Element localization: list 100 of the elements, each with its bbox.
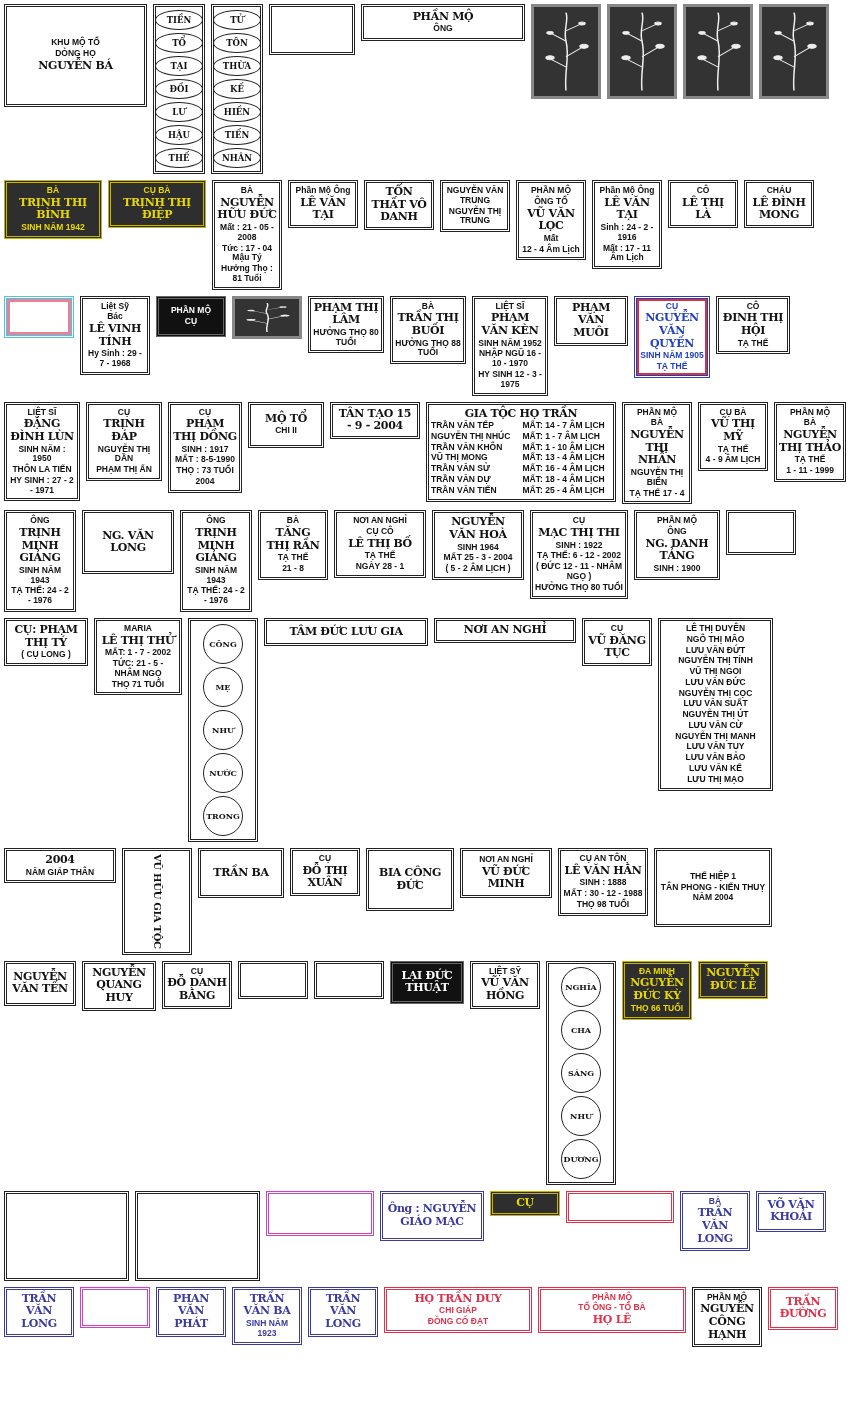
deceased-name: NG. DANH TẢNG (644, 537, 710, 564)
plaque-text: TẠ THẾ 17 - 4 (629, 488, 685, 499)
memorial-plaque (82, 960, 156, 1011)
plaque-text: MẤT: 16 - 4 ÂM LỊCH (522, 464, 606, 474)
plaque-text: BÀ (803, 418, 817, 428)
deceased-name: NGUYỄN VĂN TẾN (11, 970, 69, 996)
memorial-plaque (768, 1286, 838, 1330)
memorial-plaque (4, 618, 88, 667)
plaque-text: Sinh : 24 - 2 - 1916 (599, 223, 655, 243)
plaque-text: HƯỞNG THỌ 80 TUỔI (313, 327, 379, 348)
plaque-text: TẠ THẾ (656, 362, 688, 372)
plaque-text: MẤT : 8-5-1990 (175, 455, 235, 465)
deceased-name: TÂN TẠO 15 - 9 - 2004 (337, 407, 413, 433)
deceased-name: PHẠM VĂN MUÔI (570, 301, 612, 340)
plaque-text: MẤT: 1 - 7 ÂM LỊCH (522, 431, 601, 441)
plaque-text: CỤ (190, 966, 204, 977)
plaque-text: CHI II (275, 426, 297, 437)
plaque-text: CỤ (318, 854, 332, 863)
deceased-name: VŨ VĂN LỌC (526, 207, 576, 233)
plaque-text: LƯU VĂN TUY (686, 742, 745, 752)
memorial-plaque (426, 401, 616, 502)
deceased-name: ĐỖ THỊ XUÂN (301, 864, 349, 891)
deceased-name: PHẠM VĂN KÈN (480, 312, 540, 338)
engraved-panel-picture (759, 4, 829, 99)
memorial-plaque (680, 1190, 750, 1252)
memorial-plaque (4, 848, 116, 884)
plaque-text: CỤ (665, 301, 679, 311)
memorial-plaque (4, 510, 76, 612)
plaque-heading: GIA TỘC HỌ TRẦN (464, 407, 578, 420)
plaque-text: SINH NĂM 1923 (245, 1319, 289, 1339)
plaque-text: CỤ AN TÔN (579, 854, 627, 863)
plaque-text: CỤ BÀ (719, 407, 747, 418)
memorial-plaque (698, 960, 768, 999)
deceased-name: ĐẶNG ĐÌNH LÙN (9, 418, 75, 444)
memorial-plaque (654, 848, 772, 927)
deceased-name: CỤ (516, 1196, 534, 1210)
plaque-text: NGUYỄN THỊ DẦN (96, 444, 152, 464)
plaque-text: CỤ (184, 316, 198, 327)
plaque-text: HƯỞNG THỌ 80 TUỔI (535, 582, 623, 593)
plaque-text: ÔNG (30, 516, 50, 527)
deceased-name: TRỊNH MINH GIẢNG (194, 527, 238, 565)
plaque-text: BÀ (46, 186, 60, 196)
memorial-plaque (198, 848, 284, 898)
plaque-text: MẤT: 18 - 4 ÂM LỊCH (522, 475, 606, 484)
plaque-text: PHẦN MỘ (530, 186, 572, 196)
plaque-text: MARIA (124, 624, 152, 633)
plaque-text: NĂM 2004 (692, 893, 734, 904)
memorial-plaque (4, 960, 76, 1006)
memorial-plaque (516, 180, 586, 261)
deceased-name: TĂNG THỊ RẦN (265, 527, 321, 552)
memorial-plaque (308, 295, 384, 354)
memorial-plaque (211, 4, 263, 174)
plaque-text: THẾ HIỆP 1 (689, 871, 737, 881)
plaque-text: Mất (543, 233, 559, 243)
plaque-text: MẤT: 1 - 10 ÂM LỊCH (522, 442, 606, 452)
memorial-plaque (490, 1190, 560, 1216)
memorial-plaque (390, 960, 464, 1004)
plaque-text: TÂN PHONG - KIẾN THUỴ (660, 882, 766, 892)
memorial-plaque (622, 960, 692, 1020)
memorial-plaque (530, 510, 628, 599)
plaque-text: CỤ (610, 624, 624, 634)
memorial-plaque (232, 1286, 302, 1345)
memorial-plaque (634, 295, 710, 378)
memorial-plaque (258, 510, 328, 580)
deceased-name: LÊ VĂN TẠI (299, 196, 347, 223)
plaque-text: LƯU VĂN ĐỨC (685, 677, 746, 687)
plaque-text: PHẦN MỘ (789, 407, 831, 417)
deceased-name: PHAN VĂN PHÁT (171, 1292, 211, 1331)
plaque-text: SINH : 1922 (555, 540, 603, 550)
deceased-name: TÂM ĐỨC LƯU GIA (289, 625, 403, 639)
memorial-plaque (658, 618, 773, 791)
memorial-plaque (86, 401, 162, 481)
plaque-text: TẠ THẾ: 6 - 12 - 2002 (536, 551, 622, 561)
memorial-plaque (4, 4, 147, 107)
memorial-plaque (94, 618, 182, 696)
plaque-text: SINH : 1917 (181, 444, 229, 454)
plaque-text: SINH NĂM 1943 (18, 565, 62, 585)
plaque-text: ÔNG TỔ (534, 196, 568, 206)
plaque-text: TẠ THẾ (277, 553, 309, 564)
blank-plaque (266, 1190, 374, 1236)
plaque-text: BÀ (650, 418, 664, 428)
plaque-text: NGUYỄN THỊ TRUNG (447, 206, 503, 227)
plaque-text: THỌ : 73 TUỔI (176, 466, 234, 476)
plaque-text: Hy Sinh : 29 - 7 - 1968 (87, 349, 143, 369)
plaque-text: THỌ 98 TUỔI (576, 899, 630, 910)
memorial-plaque (390, 295, 466, 365)
memorial-plaque (774, 401, 846, 482)
memorial-plaque (440, 180, 510, 233)
memorial-plaque (380, 1190, 484, 1241)
deceased-name: LÊ THỊ THỬ (101, 634, 175, 647)
memorial-plaque (698, 401, 768, 472)
blank-plaque (314, 960, 384, 999)
plaque-text: BÀ (240, 186, 254, 195)
plaque-text: TẠ THẾ: 24 - 2 - 1976 (10, 586, 70, 606)
deceased-name: LÊ VINH TÍNH (88, 323, 142, 349)
plaque-text: SINH NĂM : 1950 (18, 444, 67, 464)
deceased-name: TRỊNH THỊ BÌNH (18, 196, 88, 222)
deceased-name: VŨ THỊ MỸ (710, 418, 756, 444)
plaque-text: NGUYỄN THỊ ÚT (682, 710, 749, 720)
deceased-name: HỌ LÊ (592, 1314, 632, 1327)
